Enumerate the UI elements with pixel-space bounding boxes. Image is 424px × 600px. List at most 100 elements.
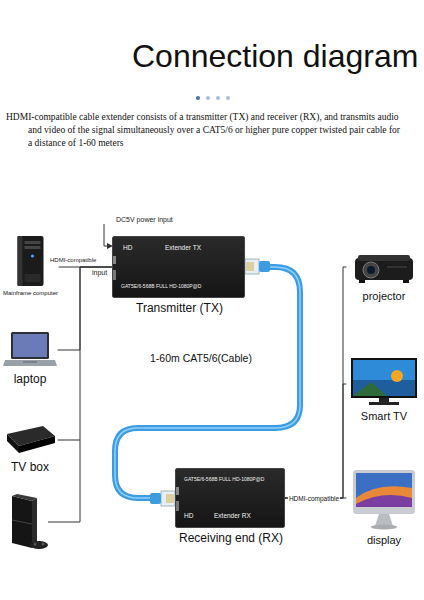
hdmi-wire [285,384,346,498]
device-label: Smart TV [346,410,422,422]
device-node: projector [346,248,422,302]
port-graphic-part [113,270,116,280]
cable-label: 1-60m CAT5/6(Cable) [150,352,252,364]
console-illustration-part [32,498,37,548]
hdmi-wire [58,267,112,350]
device-icon-part [11,332,49,359]
port-graphic-part [176,487,179,495]
connector [58,267,112,440]
console-illustration-part [12,496,32,548]
device-icon-part [13,334,47,357]
device-icon-part [358,255,410,261]
device-node: TV box [2,420,58,474]
rj45-plug-part [251,262,252,271]
rj45-plug-part [171,494,172,503]
console-illustration-part [12,494,37,501]
page-dot [196,96,200,100]
device-label: Mainframe computer [2,290,59,296]
device-node: Mainframe computer [2,234,59,296]
connector [285,384,346,498]
port-graphic-part [176,501,179,511]
console-illustration-part [42,543,45,546]
device-icon-part [356,473,412,507]
device-icon [346,468,422,532]
rj45-plug-part [169,494,170,503]
device-icon [2,234,59,288]
device-icon-part [371,525,397,530]
device-icon-part [23,361,37,363]
wire-label: HDMI-compatible [288,495,340,502]
device-icon-part [387,266,407,268]
note-label: HDMI-compatible [50,257,96,263]
note-label: input [92,269,107,276]
console-illustration [12,494,48,549]
device-icon-part [375,514,393,526]
device-icon [346,356,422,408]
device-icon-part [367,266,375,274]
connector [58,267,112,350]
device-icon [2,330,58,370]
page-dot [206,96,210,100]
device-icon-part [353,382,387,396]
note-label: HDMI-compatible cable extender consists … [4,111,404,150]
device-icon-part [18,236,44,286]
device-node: Smart TV [346,356,422,422]
device-icon-part [353,360,415,396]
device-icon-part [355,258,413,280]
device-icon-part [356,495,412,507]
device-icon-part [31,254,34,257]
device-icon-part [353,470,415,514]
rj45-plug-part [249,262,250,271]
rj45-plug-part [161,491,175,506]
device-icon-part [353,380,415,396]
rj45-plug-part [247,262,248,271]
page-dot [226,96,230,100]
page-dot [216,96,220,100]
device-label: TV box [2,460,58,474]
device-label: Receiving end (RX) [156,531,306,545]
device-icon-part [19,436,55,453]
rj45-plug [245,259,270,274]
device-node: display [346,468,422,546]
device-icon [346,248,422,288]
device-icon-part [25,274,41,282]
box-print: HD [123,244,132,251]
device-label: projector [346,290,422,302]
device-icon-part [356,486,412,507]
rj45-plug-part [173,494,174,503]
box-print: HD [184,512,193,519]
console-illustration-part [12,520,32,524]
note-label: DC5V power input [116,216,173,223]
console-illustration-part [34,543,37,546]
hdmi-wire [58,267,112,440]
console-wire [48,440,80,522]
device-label: laptop [2,372,58,386]
device-icon [2,420,58,458]
device-icon-part [379,398,389,402]
console-illustration-part [30,541,48,549]
device-icon-part [18,236,23,286]
box-print: Extender RX [214,512,251,519]
device-icon-part [391,370,403,382]
device-label: display [346,534,422,546]
rj45-plug-part [150,493,161,504]
rj45-plug-part [167,494,168,503]
rj45-plug-part [245,259,259,274]
box-print: GAT5E/6-568B FULL HD-1080P@D [121,283,201,289]
device-icon-part [351,358,417,398]
device-icon-part [369,402,399,405]
diagram-title: Connection diagram [132,38,418,75]
rj45-plug-part [253,262,254,271]
device-icon-part [25,241,41,244]
device-icon-part [3,360,57,366]
box-print: GAT5E/6-568B FULL HD-1080P@D [184,476,264,482]
box-print: Extender TX [165,244,201,251]
port-graphic-part [113,256,116,264]
device-icon-part [403,280,409,283]
device-icon-part [25,246,41,249]
power-arrow [104,224,108,246]
connector [285,267,346,498]
rj45-plug [150,491,175,506]
hdmi-wire [285,267,346,498]
extender-box: HD Extender TX GAT5E/6-568B FULL HD-1080P@… [112,236,245,298]
